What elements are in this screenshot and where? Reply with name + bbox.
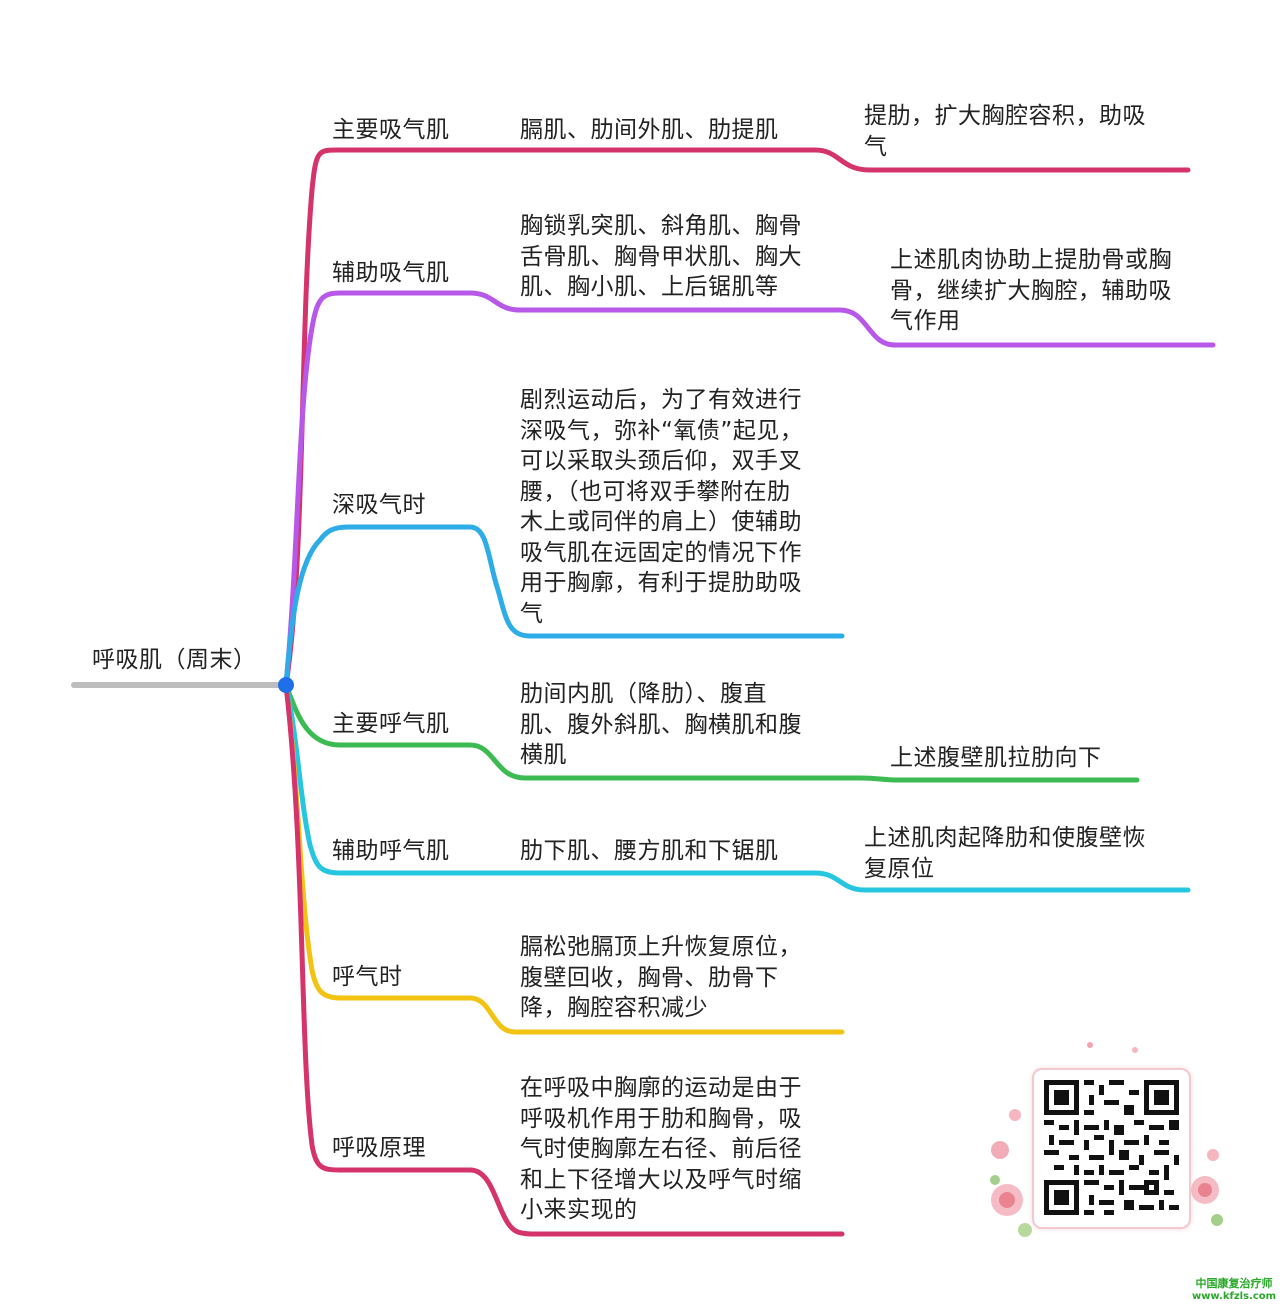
- detail-1: 膈肌、肋间外肌、肋提肌: [520, 117, 779, 143]
- branch-label-4: 主要呼气肌: [332, 711, 450, 737]
- detail-4: 肋间内肌（降肋）、腹直 肌、腹外斜肌、胸横肌和腹 横肌: [520, 681, 802, 768]
- site-watermark: 中国康复治疗师 www.kfzls.com: [1186, 1277, 1282, 1303]
- branch-label-5: 辅助呼气肌: [332, 838, 450, 864]
- detail-3: 剧烈运动后，为了有效进行 深吸气，弥补“氧债”起见， 可以采取头颈后仰，双手叉 …: [520, 387, 804, 627]
- branch-label-1: 主要吸气肌: [332, 117, 450, 143]
- detail-2: 胸锁乳突肌、斜角肌、胸骨 舌骨肌、胸骨甲状肌、胸大 肌、胸小肌、上后锯肌等: [520, 213, 802, 300]
- branch-line-4: [283, 682, 1140, 783]
- branch-line-3: [283, 524, 845, 688]
- sub-4: 上述腹壁肌拉肋向下: [890, 745, 1102, 771]
- branch-label-2: 辅助吸气肌: [332, 260, 450, 286]
- detail-6: 膈松弛膈顶上升恢复原位， 腹壁回收，胸骨、肋骨下 降，胸腔容积减少: [520, 934, 802, 1021]
- branch-line-5: [283, 682, 1191, 893]
- branch-label-3: 深吸气时: [332, 492, 426, 518]
- branch-line-2: [283, 290, 1216, 688]
- branch-line-7: [283, 682, 845, 1237]
- sub-2: 上述肌肉协助上提肋骨或胸 骨，继续扩大胸腔，辅助吸 气作用: [890, 247, 1172, 334]
- branch-label-7: 呼吸原理: [332, 1135, 426, 1161]
- qr-code-card: [1032, 1068, 1191, 1229]
- sub-5: 上述肌肉起降肋和使腹壁恢 复原位: [864, 825, 1146, 882]
- floral-decoration-icon: [990, 1042, 1223, 1237]
- watermark-url: www.kfzls.com: [1191, 1291, 1277, 1302]
- detail-7: 在呼吸中胸廓的运动是由于 呼吸机作用于肋和胸骨，吸 气时使胸廓左右径、前后径 和…: [520, 1075, 802, 1223]
- detail-5: 肋下肌、腰方肌和下锯肌: [520, 838, 779, 864]
- branch-label-6: 呼气时: [332, 964, 403, 990]
- sub-1: 提肋，扩大胸腔容积，助吸 气: [864, 103, 1146, 160]
- qr-code-icon: [1044, 1080, 1179, 1215]
- root-label: 呼吸肌（周末）: [92, 647, 257, 673]
- root-node-dot: [278, 677, 294, 693]
- watermark-site-name: 中国康复治疗师: [1195, 1277, 1273, 1290]
